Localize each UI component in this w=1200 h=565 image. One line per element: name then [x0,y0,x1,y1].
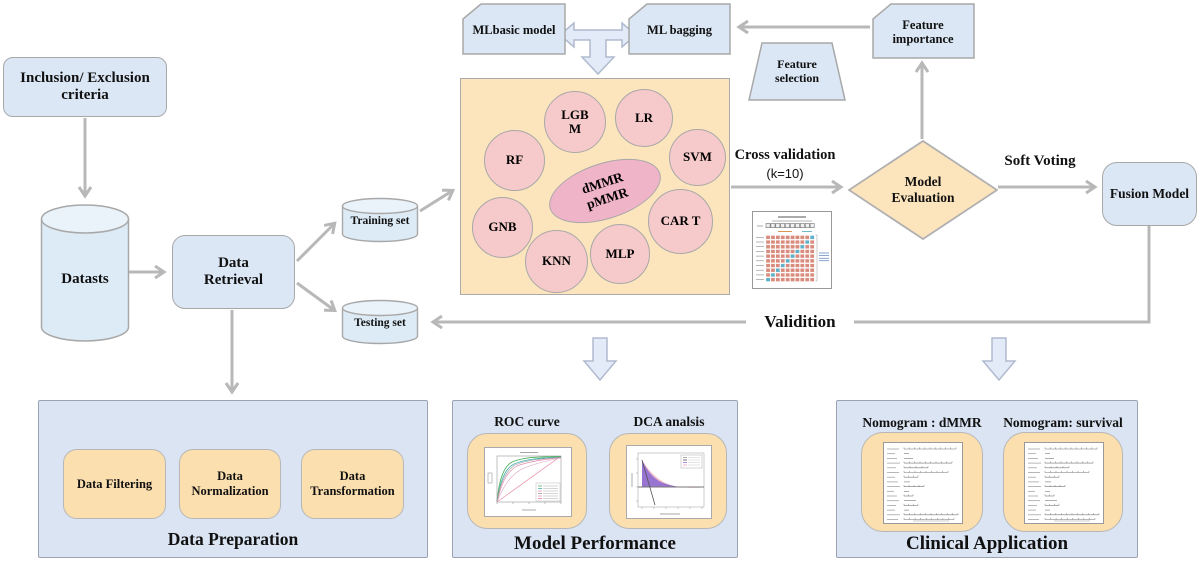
nomogram-dmmr-label: Nomogram : dMMR [862,415,982,431]
node-feature-selection: Feature selection [748,42,846,101]
panel-title: Clinical Application [905,533,1069,554]
node-feature-importance: Feature importance [872,3,975,59]
diamond-shape [848,140,998,240]
model-label: GNB [488,219,517,235]
node-datasets-cylinder: Datasts [40,203,130,343]
node-label: Datasts [61,271,109,288]
edge-retrieval-to-training [295,224,334,263]
model-circle-lr: LR [615,89,673,147]
dca-plot-card [609,433,727,529]
node-mlbasic-model: MLbasic model [462,3,566,55]
node-label: Model Evaluation [891,174,955,205]
model-circle-gnb: GNB [472,197,533,258]
k-value-label: (k=10) [766,165,804,181]
cross-validation-mini-figure [752,211,832,289]
model-label: MLP [605,245,635,261]
model-label: LR [634,109,654,125]
panel-title: Data Preparation [167,529,299,549]
node-label: Inclusion/ Exclusion criteria [20,70,150,103]
three-way-block-arrow [558,21,638,76]
node-label: Data Retrieval [203,255,264,288]
node-label: Fusion Model [1109,186,1190,201]
node-label: ML bagging [647,22,712,37]
cross-validation-label: Cross validation [734,146,836,163]
cv-grid [752,211,832,289]
validation-label: Validition [746,309,854,334]
node-model-evaluation: Model Evaluation [848,140,998,240]
cylinder-shape [341,299,419,345]
nomogram-mini [883,442,963,524]
step-data-transformation: Data Transformation [301,449,404,519]
soft-voting-label: Soft Voting [1004,153,1076,170]
edge-fusion-to-testing [434,226,1151,322]
pentagon-shape [628,3,731,55]
model-label: SVM [683,149,712,165]
node-testing-set-cylinder: Testing set [341,299,419,345]
cylinder-shape [40,204,130,342]
node-training-set-cylinder: Training set [341,197,419,243]
nomogram-mini [1024,442,1104,524]
node-label: Testing set [354,317,406,330]
roc-mini-plot [484,447,572,517]
down-block-arrow-clinical [981,337,1017,382]
nomogram-dmmr-card [861,432,983,532]
model-circle-knn: KNN [525,230,588,293]
cylinder-shape [341,197,419,243]
node-data-retrieval: Data Retrieval [172,235,295,309]
model-label: RF [505,152,524,168]
step-label: Data Filtering [76,476,153,491]
step-data-filtering: Data Filtering [63,449,166,519]
pentagon-shape [872,3,975,59]
dca-analysis-label: DCA analsis [633,414,705,430]
step-label: Data Normalization [191,469,269,498]
edge-training-to-pool [419,191,452,213]
model-circle-rf: RF [484,130,545,191]
panel-model-performance: ROC curve DCA analsis [452,400,738,558]
ellipse-label: dMMR pMMR [579,169,630,212]
model-circle-lgbm: LGB M [544,91,606,153]
node-label: MLbasic model [472,22,556,37]
model-label: LGB M [561,106,589,136]
model-label: CAR T [660,213,701,229]
down-block-arrow-performance [582,337,618,382]
panel-title: Model Performance [514,533,676,554]
model-circle-mlp: MLP [590,224,650,284]
model-circle-cart: CAR T [648,189,713,254]
nomogram-survival-card [1003,432,1123,532]
node-inclusion-exclusion-criteria: Inclusion/ Exclusion criteria [3,57,167,117]
trapezoid-shape [748,42,846,101]
model-pool-box: LGB M LR RF SVM GNB CAR T KNN MLP dMMR p… [460,78,730,295]
roc-plot-card [467,433,587,529]
edge-retrieval-to-testing [296,281,334,310]
model-circle-svm: SVM [669,129,726,186]
roc-curve-label: ROC curve [494,414,560,430]
step-label: Data Transformation [310,469,395,498]
panel-clinical-application: Nomogram : dMMR Nomogram: survival Clini… [836,400,1138,558]
model-label: KNN [542,253,571,269]
node-label: Feature importance [892,17,954,46]
node-label: Training set [350,215,410,228]
panel-data-preparation: Data Filtering Data Normalization Data T… [38,400,428,558]
node-ml-bagging: ML bagging [628,3,731,55]
node-label: Feature selection [775,57,819,85]
pentagon-shape [462,3,566,55]
step-data-normalization: Data Normalization [179,449,281,519]
node-fusion-model: Fusion Model [1102,162,1197,226]
dca-mini-plot [626,445,712,519]
nomogram-survival-label: Nomogram: survival [1003,415,1123,431]
